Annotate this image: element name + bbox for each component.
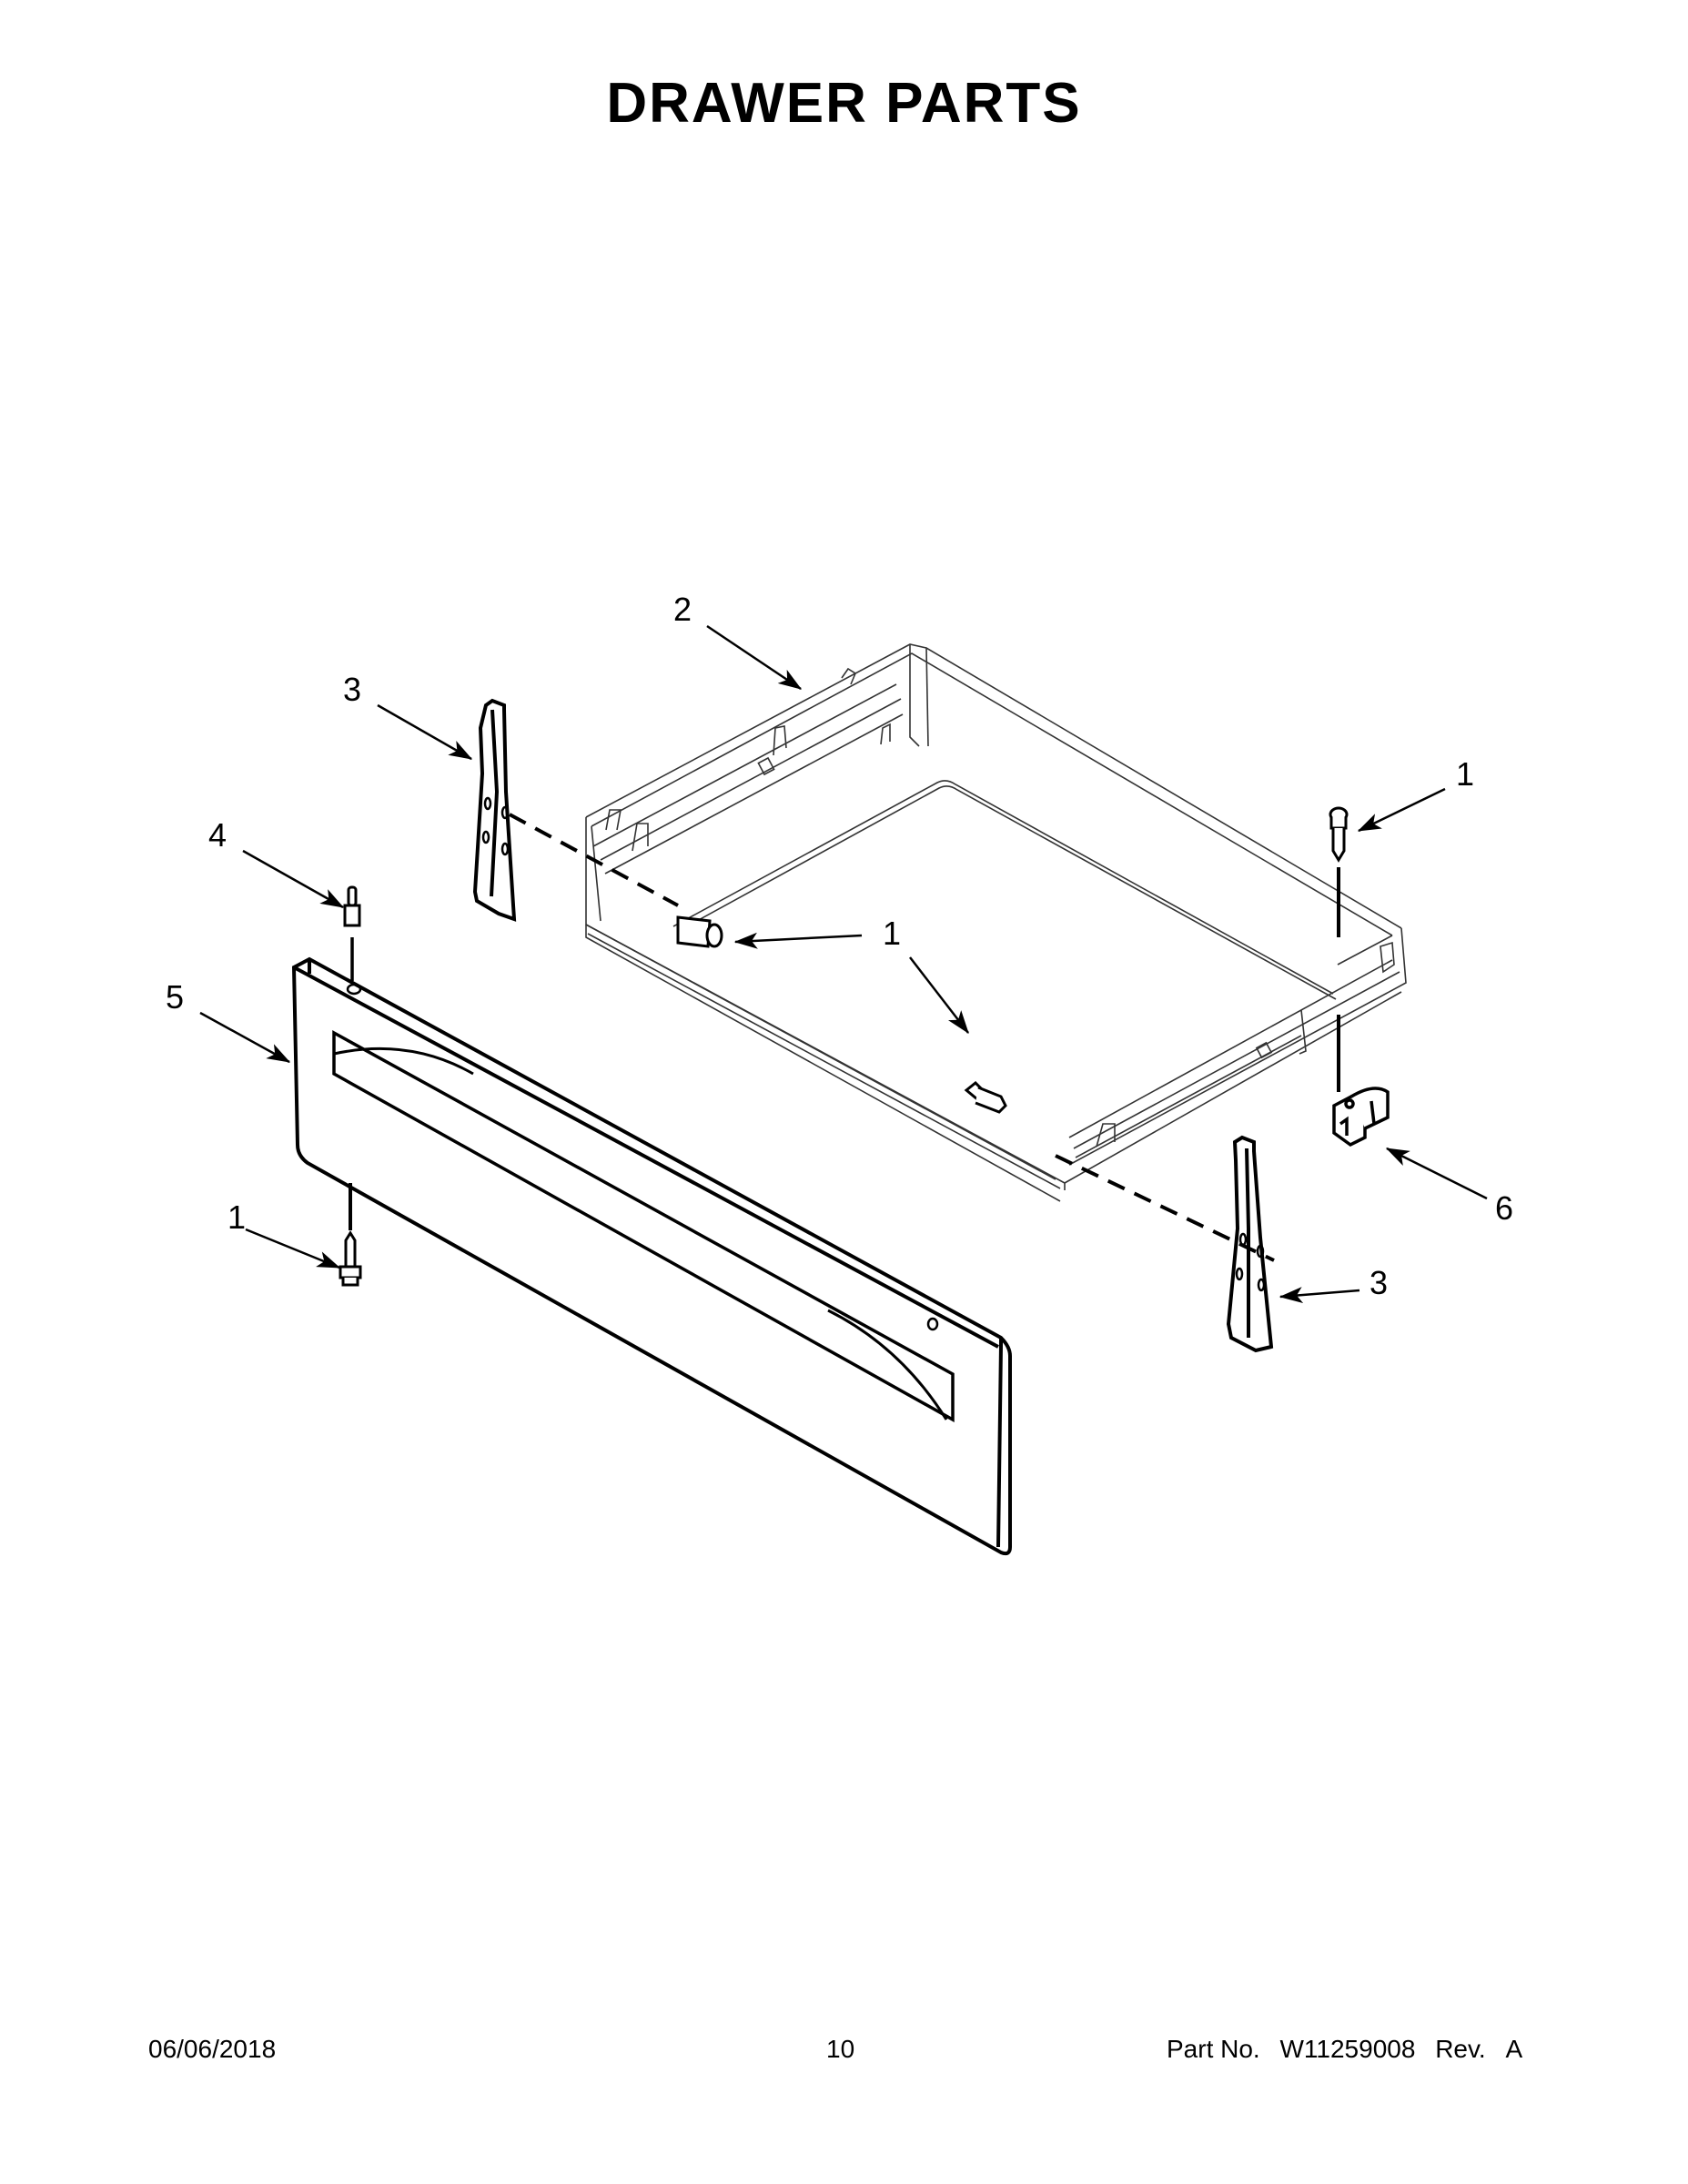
screw-bottom-left — [339, 1230, 362, 1287]
page-title: DRAWER PARTS — [606, 72, 1082, 135]
leader-lines — [199, 624, 1488, 1304]
stud — [343, 885, 361, 927]
part-label: Part No. — [1167, 2035, 1260, 2063]
callout-1-bottom-left: 1 — [227, 1198, 247, 1236]
screw-middle-right — [964, 1080, 1007, 1114]
callout-6: 6 — [1495, 1189, 1514, 1227]
callout-1-top-right: 1 — [1456, 755, 1475, 793]
callout-2: 2 — [673, 591, 692, 628]
callout-1-middle: 1 — [883, 915, 902, 952]
drawer-glide-left — [472, 698, 517, 922]
screw-top-right — [1329, 806, 1349, 863]
callout-5: 5 — [166, 978, 185, 1016]
clip — [1332, 1087, 1390, 1148]
callout-3-bottom: 3 — [1370, 1264, 1389, 1301]
screw-middle-left — [676, 915, 723, 948]
footer-part-info: Part No. W11259008 Rev. A — [1167, 2035, 1522, 2064]
alignment-line — [1055, 1154, 1275, 1262]
drawer-body — [585, 643, 1407, 1202]
rev-value: A — [1505, 2035, 1523, 2063]
alignment-line — [509, 813, 679, 907]
callout-4: 4 — [208, 816, 227, 854]
footer-date: 06/06/2018 — [148, 2035, 277, 2063]
drawer-front-panel — [291, 956, 1012, 1556]
drawer-glide-right — [1226, 1135, 1274, 1353]
rev-label: Rev. — [1435, 2035, 1486, 2063]
page-number: 10 — [826, 2035, 855, 2063]
part-number: W11259008 — [1279, 2035, 1416, 2063]
callout-3-top: 3 — [343, 671, 362, 708]
